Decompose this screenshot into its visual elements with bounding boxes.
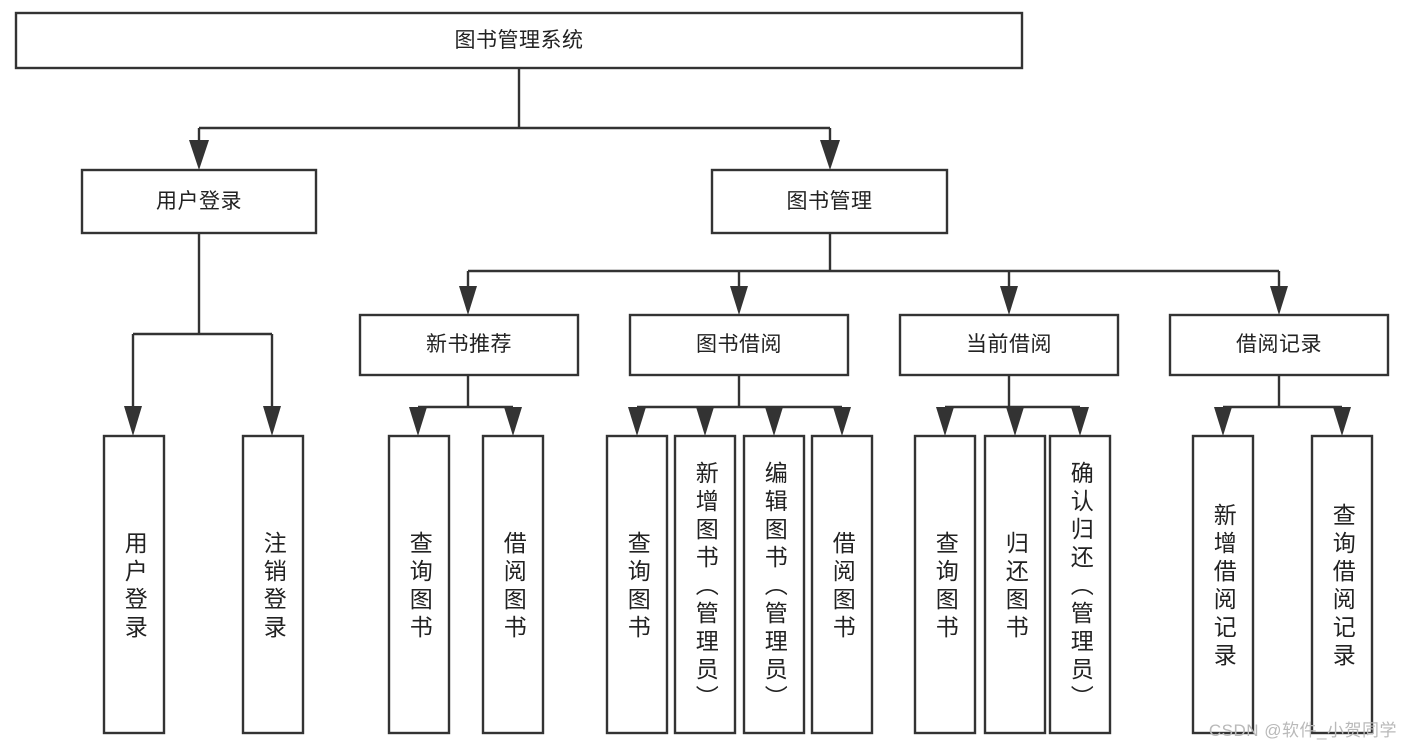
node-box-leaf-user-logout[interactable] [241, 434, 305, 735]
arrow-to-borrow-record [1270, 286, 1288, 315]
node-box-leaf-query-book-3[interactable] [913, 434, 977, 735]
node-box-book-borrow[interactable] [628, 313, 850, 377]
node-box-leaf-borrow-book-2[interactable] [810, 434, 874, 735]
node-box-leaf-query-record[interactable] [1310, 434, 1374, 735]
csdn-watermark: CSDN @软件_小贺同学 [1208, 721, 1397, 740]
arrow-to-leaf-borrow-book-1 [504, 407, 522, 436]
node-box-book-manage[interactable] [710, 168, 949, 235]
arrow-to-leaf-add-record [1214, 407, 1232, 436]
node-box-new-book-rec[interactable] [358, 313, 580, 377]
connector-group-book-manage [459, 233, 1288, 315]
node-box-leaf-confirm-return[interactable] [1048, 434, 1112, 735]
arrow-to-book-borrow [730, 286, 748, 315]
connector-group-new-book-rec [409, 375, 522, 436]
arrow-to-user-login [189, 140, 209, 170]
arrow-to-leaf-query-book-3 [936, 407, 954, 436]
connector-group-user-login [124, 233, 281, 436]
arrow-to-leaf-edit-book [765, 407, 783, 436]
arrow-to-leaf-return-book [1006, 407, 1024, 436]
node-box-leaf-edit-book[interactable] [742, 434, 806, 735]
arrow-to-current-borrow [1000, 286, 1018, 315]
arrow-to-leaf-query-book-1 [409, 407, 427, 436]
node-box-root[interactable] [14, 11, 1024, 70]
arrow-to-leaf-confirm-return [1071, 407, 1089, 436]
arrow-to-book-manage [820, 140, 840, 170]
connector-group-book-borrow [628, 375, 851, 436]
node-box-leaf-query-book-1[interactable] [387, 434, 451, 735]
node-box-leaf-borrow-book-1[interactable] [481, 434, 545, 735]
node-box-borrow-record[interactable] [1168, 313, 1390, 377]
arrow-to-leaf-add-book [696, 407, 714, 436]
node-box-leaf-return-book[interactable] [983, 434, 1047, 735]
arrow-to-leaf-borrow-book-2 [833, 407, 851, 436]
arrow-to-new-book-rec [459, 286, 477, 315]
connector-group-root [189, 68, 840, 170]
arrow-to-leaf-user-logout [263, 406, 281, 436]
node-box-leaf-add-book[interactable] [673, 434, 737, 735]
node-box-leaf-user-login[interactable] [102, 434, 166, 735]
node-box-leaf-add-record[interactable] [1191, 434, 1255, 735]
connector-group-borrow-record [1214, 375, 1351, 436]
node-box-leaf-query-book-2[interactable] [605, 434, 669, 735]
arrow-to-leaf-query-record [1333, 407, 1351, 436]
connector-group-current-borrow [936, 375, 1089, 436]
node-box-user-login[interactable] [80, 168, 318, 235]
arrow-to-leaf-user-login [124, 406, 142, 436]
node-box-current-borrow[interactable] [898, 313, 1120, 377]
arrow-to-leaf-query-book-2 [628, 407, 646, 436]
